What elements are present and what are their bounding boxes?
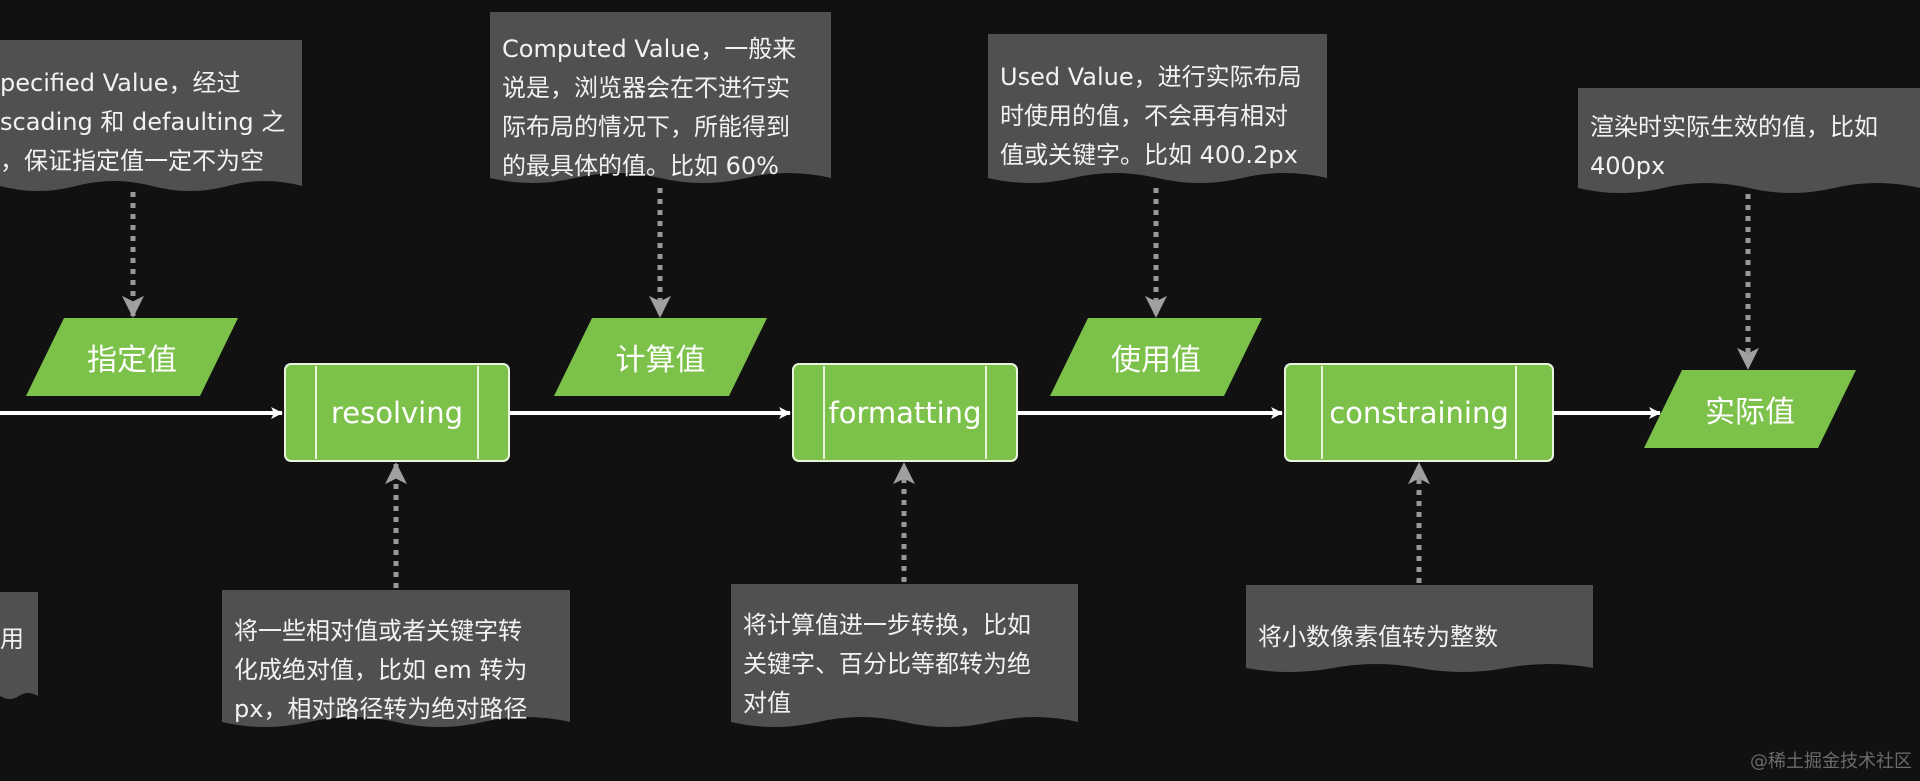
value-label-actual: 实际值 — [1705, 395, 1795, 430]
note-formatting: 将计算值进一步转换，比如 关键字、百分比等都转为绝 对值 — [743, 611, 1031, 717]
note-resolving: 将一些相对值或者关键字转 化成绝对值，比如 em 转为 px，相对路径转为绝对路… — [234, 617, 528, 723]
note-computed-value: Computed Value，一般来 说是，浏览器会在不进行实 际布局的情况下，… — [502, 35, 797, 180]
note-box-computed — [490, 12, 831, 183]
note-actual-value: 渲染时实际生效的值，比如 400px — [1590, 113, 1878, 180]
note-specified-value: pecified Value，经过 scading 和 defaulting 之… — [0, 69, 286, 175]
process-node-formatting — [792, 363, 1018, 462]
note-box-left-partial — [0, 592, 38, 699]
note-box-resolving — [222, 590, 570, 727]
note-box-formatting — [731, 584, 1078, 727]
value-label-computed: 计算值 — [615, 343, 706, 378]
value-node-used — [1050, 318, 1262, 396]
note-box-actual — [1578, 88, 1920, 193]
value-label-specified: 指定值 — [87, 343, 177, 378]
note-constraining: 将小数像素值转为整数 — [1258, 623, 1498, 651]
process-label-resolving: resolving — [330, 395, 464, 430]
value-node-computed — [554, 318, 767, 396]
value-label-used: 使用值 — [1111, 343, 1201, 378]
process-node-constraining — [1284, 363, 1554, 462]
process-label-formatting: formatting — [828, 395, 982, 430]
note-used-value: Used Value，进行实际布局 时使用的值，不会再有相对 值或关键字。比如 … — [1000, 63, 1302, 169]
value-node-actual — [1644, 370, 1856, 448]
process-node-resolving — [284, 363, 510, 462]
note-box-constraining — [1246, 585, 1593, 672]
note-box-specified — [0, 40, 302, 191]
note-left-partial: 用 — [0, 625, 24, 653]
watermark: @稀土掘金技术社区 — [1750, 751, 1912, 772]
value-node-specified — [26, 318, 238, 396]
note-box-used — [988, 34, 1327, 183]
process-label-constraining: constraining — [1329, 395, 1509, 430]
